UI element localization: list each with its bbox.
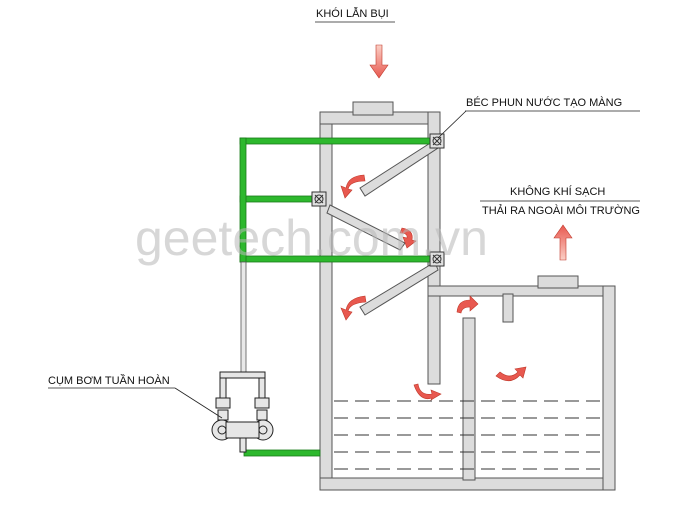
tower-left-wall <box>319 111 333 491</box>
watermark: geetech.com.vn <box>135 210 488 266</box>
curved-flow-arrow-icon <box>399 227 417 249</box>
baffle-2 <box>326 204 406 251</box>
pipe-riser-grey <box>240 261 247 373</box>
pump-icon <box>211 371 274 453</box>
tower-right-wall <box>427 111 441 385</box>
curved-flow-arrow-icon <box>456 295 479 314</box>
tank-divider-wall <box>462 317 476 481</box>
baffle-1 <box>359 139 439 197</box>
nozzle-icon <box>311 191 327 207</box>
smoke-inlet-duct <box>352 101 394 116</box>
pump-unit-label: CỤM BƠM TUẦN HOÀN <box>48 374 170 387</box>
curved-flow-arrow-icon <box>340 295 367 321</box>
curved-flow-arrow-icon <box>413 383 442 401</box>
tank-top-wall <box>427 285 616 297</box>
settling-tank <box>427 275 616 491</box>
tank-right-wall <box>602 285 616 491</box>
up-arrow-icon <box>553 224 573 261</box>
curved-flow-arrow-icon <box>340 174 366 199</box>
nozzles <box>311 133 445 267</box>
pipe-top <box>239 137 436 145</box>
baffle-3 <box>359 261 439 316</box>
nozzle-icon <box>429 133 445 149</box>
water <box>334 400 600 470</box>
clean-air-outlet-duct <box>537 275 579 289</box>
pipe-tank-outlet <box>243 449 321 457</box>
tank-baffle <box>502 293 514 323</box>
smoke-inlet-label: KHÓI LẪN BỤI <box>316 7 389 20</box>
clean-air-discharge-label: THẢI RA NGOÀI MÔI TRƯỜNG <box>482 204 640 217</box>
clean-air-label: KHÔNG KHÍ SẠCH <box>510 185 605 198</box>
down-arrow-icon <box>369 44 389 79</box>
spray-nozzle-label: BÉC PHUN NƯỚC TẠO MÀNG <box>466 96 622 109</box>
curved-flow-arrow-icon <box>495 366 527 382</box>
flow-arrows <box>340 44 573 401</box>
leader-lines <box>48 21 640 419</box>
pipe-middle <box>239 195 319 203</box>
nozzle-icon <box>429 251 445 267</box>
